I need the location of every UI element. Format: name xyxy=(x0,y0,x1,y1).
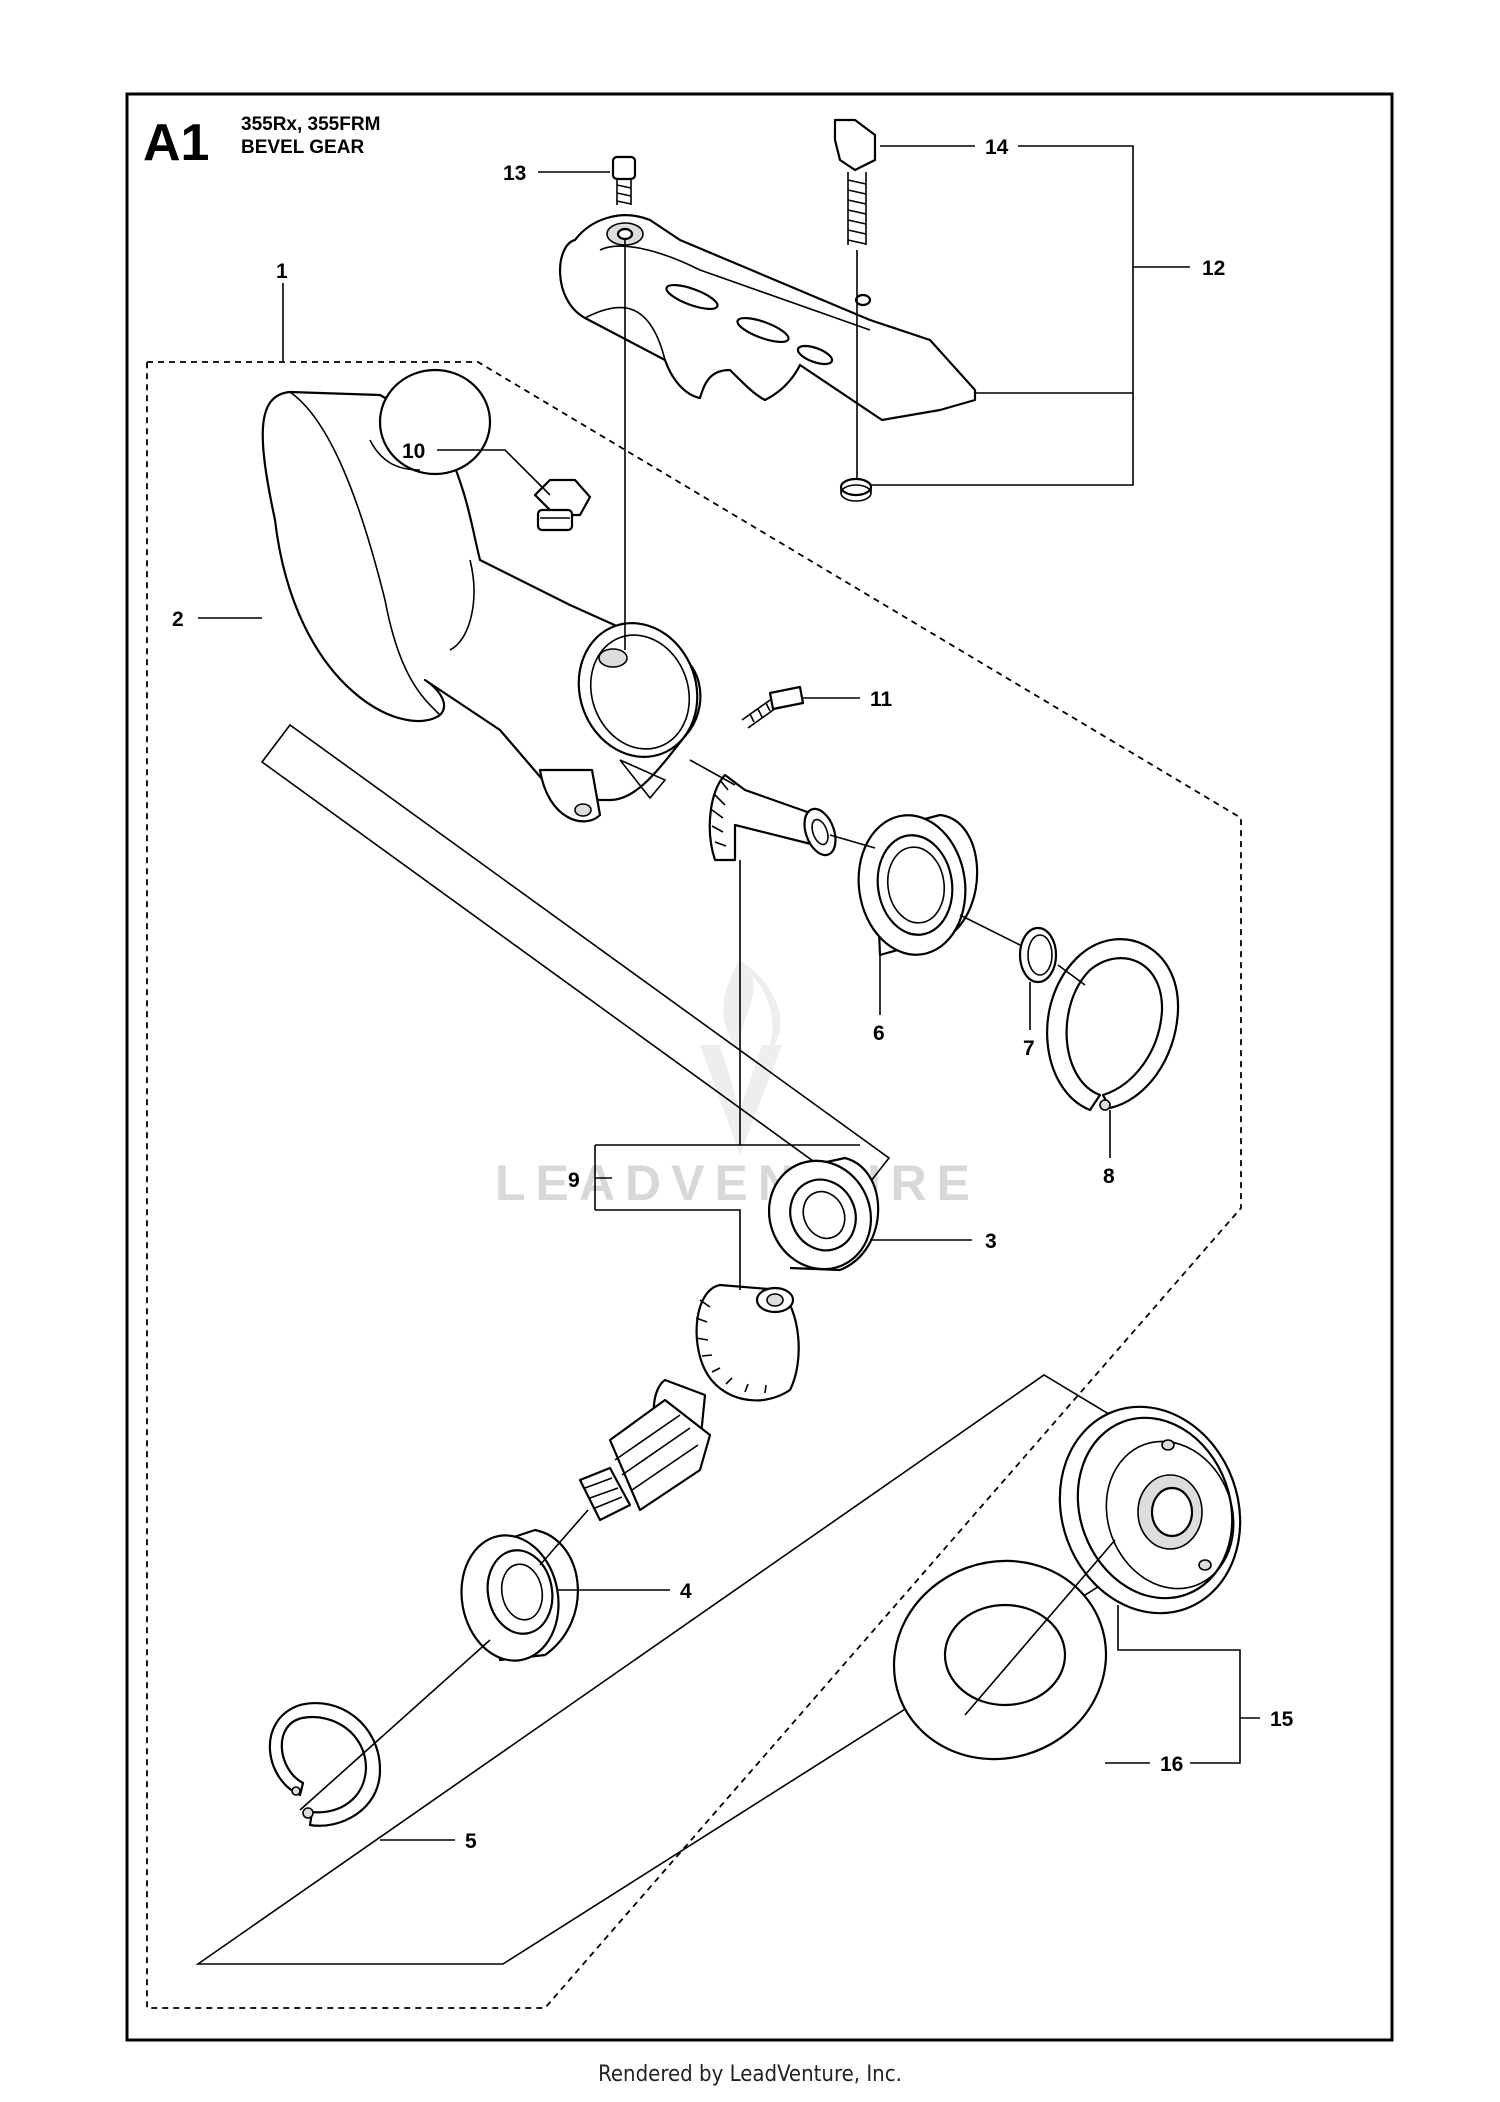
section-title: BEVEL GEAR xyxy=(241,137,364,158)
callout-8: 8 xyxy=(1103,1165,1115,1188)
callout-6: 6 xyxy=(873,1022,885,1045)
model-label: 355Rx, 355FRM xyxy=(241,114,380,135)
callouts: 1 2 3 4 5 6 7 8 9 10 11 12 13 14 15 16 xyxy=(172,136,1294,1853)
watermark-logo xyxy=(700,960,782,1155)
shield-part xyxy=(558,214,977,422)
bearing-6 xyxy=(857,813,979,957)
plug-screw-10 xyxy=(533,478,592,532)
callout-3: 3 xyxy=(985,1230,997,1253)
circlip-5 xyxy=(268,1702,382,1827)
circlip-7 xyxy=(1018,926,1058,984)
callout-1: 1 xyxy=(276,260,288,283)
output-shaft xyxy=(578,1283,800,1522)
bevel-pinion xyxy=(708,773,837,862)
circlip-8 xyxy=(1046,938,1180,1112)
callout-15: 15 xyxy=(1270,1708,1294,1731)
callout-9: 9 xyxy=(568,1169,580,1192)
callout-5: 5 xyxy=(465,1830,477,1853)
flange-15 xyxy=(1058,1405,1242,1615)
bearing-4 xyxy=(460,1528,579,1662)
screw-13 xyxy=(611,155,637,205)
callout-7: 7 xyxy=(1023,1037,1035,1060)
cup-16 xyxy=(892,1559,1108,1761)
bearing-3 xyxy=(767,1156,880,1272)
footer-credit: Rendered by LeadVenture, Inc. xyxy=(598,2062,902,2087)
callout-10: 10 xyxy=(402,440,425,463)
assembly-boundary xyxy=(146,361,1242,2009)
washer-12 xyxy=(839,477,873,502)
callout-2: 2 xyxy=(172,608,184,631)
watermark-text: LEADVENTURE xyxy=(495,1155,980,1211)
screw-11 xyxy=(741,685,805,729)
callout-4: 4 xyxy=(680,1580,692,1603)
callout-16: 16 xyxy=(1160,1753,1183,1776)
section-id: A1 xyxy=(143,114,209,172)
diagram-frame xyxy=(125,92,1394,2042)
callout-12: 12 xyxy=(1202,257,1225,280)
leader-lines xyxy=(198,145,1260,1841)
group-outline-9 xyxy=(260,723,891,1197)
callout-13: 13 xyxy=(503,162,526,185)
clamp-screw-14 xyxy=(833,118,877,245)
callout-14: 14 xyxy=(985,136,1009,159)
callout-11: 11 xyxy=(870,688,893,711)
gear-housing-2 xyxy=(261,368,702,823)
